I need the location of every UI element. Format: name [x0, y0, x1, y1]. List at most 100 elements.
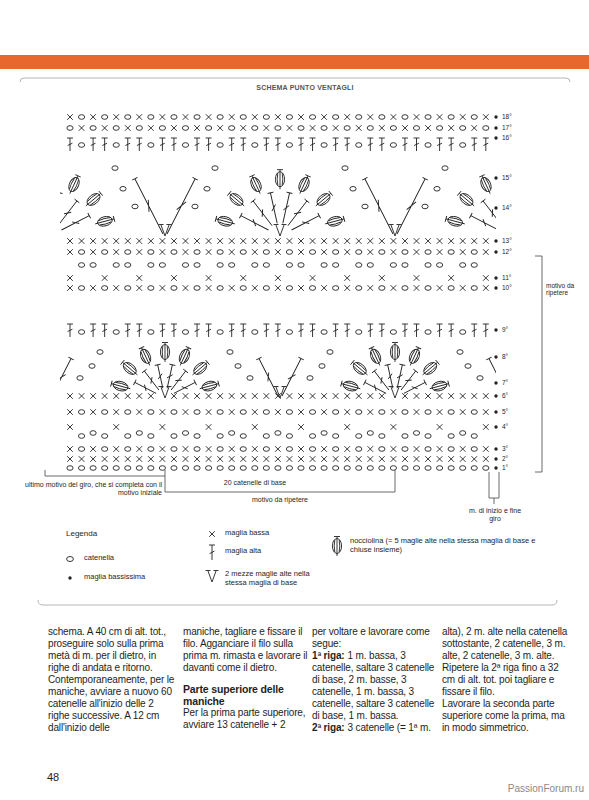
single-crochet-symbol [379, 393, 385, 399]
chain-symbol [286, 286, 292, 291]
double-crochet-symbol [286, 199, 310, 227]
puff-body [297, 176, 312, 193]
chain-symbol [286, 143, 292, 148]
double-crochet-symbol [402, 138, 408, 151]
chain-symbol [148, 115, 154, 120]
puff-stitch-symbol [160, 343, 169, 363]
puff-stitch-symbol [110, 379, 131, 393]
single-crochet-symbol [125, 393, 131, 399]
double-crochet-stroke [367, 138, 373, 151]
single-crochet-symbol [310, 238, 316, 244]
puff-body [217, 215, 234, 228]
chain-symbol [182, 431, 188, 436]
double-crochet-stroke [171, 324, 177, 337]
double-crochet-stroke [67, 324, 73, 337]
chain-symbol [379, 466, 385, 471]
single-crochet-symbol [67, 456, 73, 462]
single-crochet-symbol [206, 238, 212, 244]
single-crochet-symbol [483, 446, 489, 452]
puff-stitch-symbol [429, 379, 450, 393]
double-crochet-symbol [344, 324, 350, 337]
chain-symbol [402, 286, 408, 291]
double-crochet-stroke [275, 324, 281, 337]
single-crochet-symbol [160, 285, 166, 291]
chain-symbol [171, 447, 177, 452]
double-crochet-symbol [142, 369, 161, 392]
double-crochet-symbol [60, 213, 90, 233]
puff-lines [370, 348, 381, 364]
single-crochet-symbol [391, 249, 397, 255]
double-crochet-stroke [90, 324, 96, 337]
puff-body [431, 380, 448, 393]
chain-symbol [182, 126, 188, 131]
double-crochet-stroke [133, 380, 157, 396]
chain-symbol [307, 376, 313, 381]
chain-symbol [448, 286, 454, 291]
puff-stitch-symbol [215, 214, 236, 228]
legend-text: maglia bassissima [84, 573, 194, 582]
single-crochet-symbol [333, 238, 339, 244]
single-crochet-symbol [321, 238, 327, 244]
single-crochet-symbol [448, 238, 454, 244]
chain-symbol [471, 115, 477, 120]
chain-symbol [78, 250, 84, 255]
paragraph: schema. A 40 cm di alt. tot., proseguire… [48, 626, 176, 734]
single-crochet-symbol [90, 285, 96, 291]
chain-symbol [252, 143, 258, 148]
single-crochet-symbol [206, 285, 212, 291]
double-crochet-symbol [172, 380, 196, 396]
single-crochet-symbol [90, 456, 96, 462]
chain-symbol [333, 115, 339, 120]
chain-symbol [78, 330, 84, 335]
paragraph: Ripetere la 2ª riga fino a 32 cm di alt.… [442, 662, 570, 698]
single-crochet-symbol [90, 114, 96, 120]
chain-symbol [342, 166, 348, 171]
double-crochet-stroke [206, 138, 212, 151]
single-crochet-symbol [102, 456, 108, 462]
chain-symbol [148, 250, 154, 255]
single-crochet-symbol [414, 446, 420, 452]
double-crochet-symbol [379, 138, 385, 151]
chain-symbol [402, 466, 408, 471]
row-number: 4° [502, 423, 528, 430]
single-crochet-symbol [368, 249, 374, 255]
single-crochet-symbol [298, 424, 304, 430]
single-crochet-symbol [183, 238, 189, 244]
single-crochet-symbol [391, 456, 397, 462]
single-crochet-symbol [206, 409, 212, 415]
single-crochet-symbol [333, 393, 339, 399]
chain-symbol [275, 431, 281, 436]
single-crochet-symbol [183, 249, 189, 255]
single-crochet-symbol [414, 285, 420, 291]
single-crochet-symbol [79, 393, 85, 399]
double-crochet-stroke [125, 324, 131, 337]
slip-stitch-symbol [494, 176, 497, 179]
double-crochet-symbol [240, 138, 246, 151]
puff-lines [113, 381, 129, 390]
chain-symbol [333, 466, 339, 471]
slip-stitch-symbol [494, 457, 497, 460]
slip-stitch-symbol [494, 447, 497, 450]
single-crochet-symbol [448, 456, 454, 462]
chain-symbol [240, 410, 246, 415]
chain-symbol [350, 186, 356, 191]
double-crochet-symbol [169, 369, 188, 392]
single-crochet-symbol [437, 249, 443, 255]
double-crochet-symbol [256, 357, 280, 397]
single-crochet-symbol [321, 249, 327, 255]
single-crochet-symbol [252, 446, 258, 452]
chain-symbol [333, 410, 339, 415]
single-crochet-symbol [437, 409, 443, 415]
chain-symbol [344, 126, 350, 131]
single-crochet-symbol [483, 238, 489, 244]
puff-lines [229, 193, 244, 207]
chain-symbol [194, 263, 200, 268]
chain-symbol [413, 126, 419, 131]
row-heading: 1ª riga: [312, 650, 345, 661]
chain-symbol [113, 143, 119, 148]
puff-lines [480, 177, 491, 193]
chain-symbol [67, 557, 74, 562]
puff-body [85, 191, 102, 208]
body-text: Lavorare la seconda parte superiore come… [442, 698, 565, 733]
single-crochet-symbol [391, 446, 397, 452]
